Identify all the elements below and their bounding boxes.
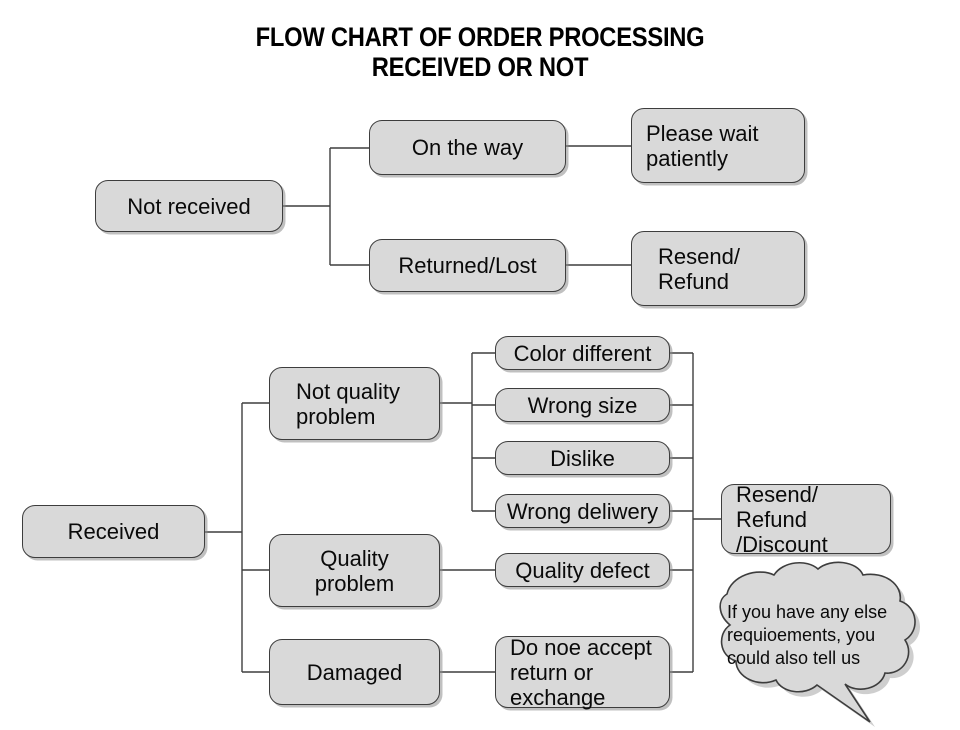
node-resend-refund-discount[interactable]: Resend/ Refund /Discount (721, 482, 891, 557)
node-damaged[interactable]: Damaged (269, 639, 440, 705)
page-title: FLOW CHART OF ORDER PROCESSING RECEIVED … (255, 22, 705, 82)
node-wrong-size[interactable]: Wrong size (495, 388, 670, 422)
node-not-received[interactable]: Not received (95, 180, 283, 232)
node-not-quality-problem[interactable]: Not quality problem (269, 367, 440, 440)
node-color-different[interactable]: Color different (495, 336, 670, 370)
node-quality-problem[interactable]: Quality problem (269, 534, 440, 607)
node-quality-defect[interactable]: Quality defect (495, 553, 670, 587)
node-dislike[interactable]: Dislike (495, 441, 670, 475)
callout-text: If you have any else requioements, you c… (727, 602, 888, 668)
node-do-not-accept-return-or-exchange[interactable]: Do noe accept return or exchange (495, 635, 670, 710)
node-wrong-deliwery[interactable]: Wrong deliwery (495, 494, 670, 528)
node-on-the-way[interactable]: On the way (369, 120, 566, 175)
node-resend-refund[interactable]: Resend/ Refund (631, 231, 805, 306)
node-received[interactable]: Received (22, 505, 205, 558)
node-returned-lost[interactable]: Returned/Lost (369, 239, 566, 292)
node-please-wait-patiently[interactable]: Please wait patiently (631, 108, 805, 183)
